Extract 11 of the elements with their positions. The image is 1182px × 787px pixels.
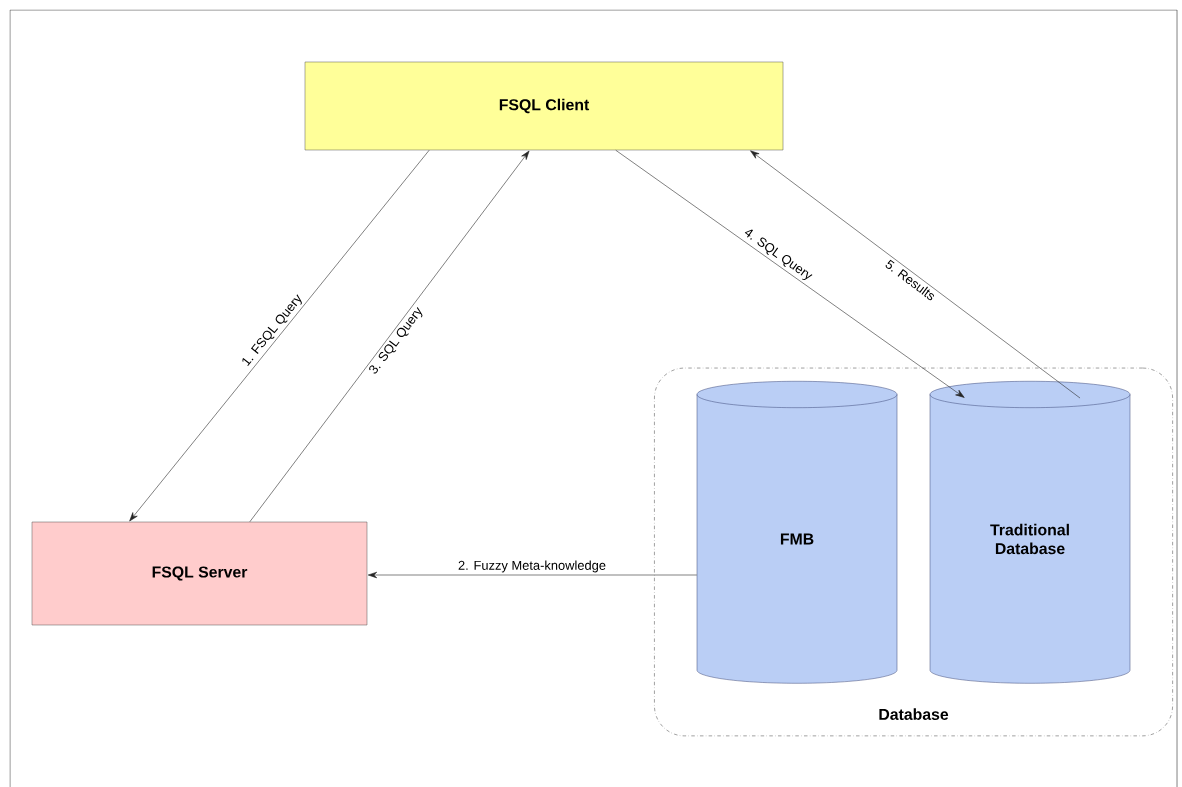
arrow: [249, 150, 530, 523]
arrow: [615, 149, 965, 398]
database-cylinder: Traditional Database: [929, 381, 1131, 684]
process-box: FSQL Client: [304, 61, 784, 151]
arrow: [129, 149, 430, 522]
arrow: [750, 150, 1081, 399]
group-label: Database: [879, 708, 949, 720]
process-box: FSQL Server: [31, 521, 368, 626]
edge-label: 2. Fuzzy Meta-knowledge: [458, 560, 606, 573]
database-cylinder: FMB: [696, 381, 898, 684]
arrow: [367, 571, 698, 579]
